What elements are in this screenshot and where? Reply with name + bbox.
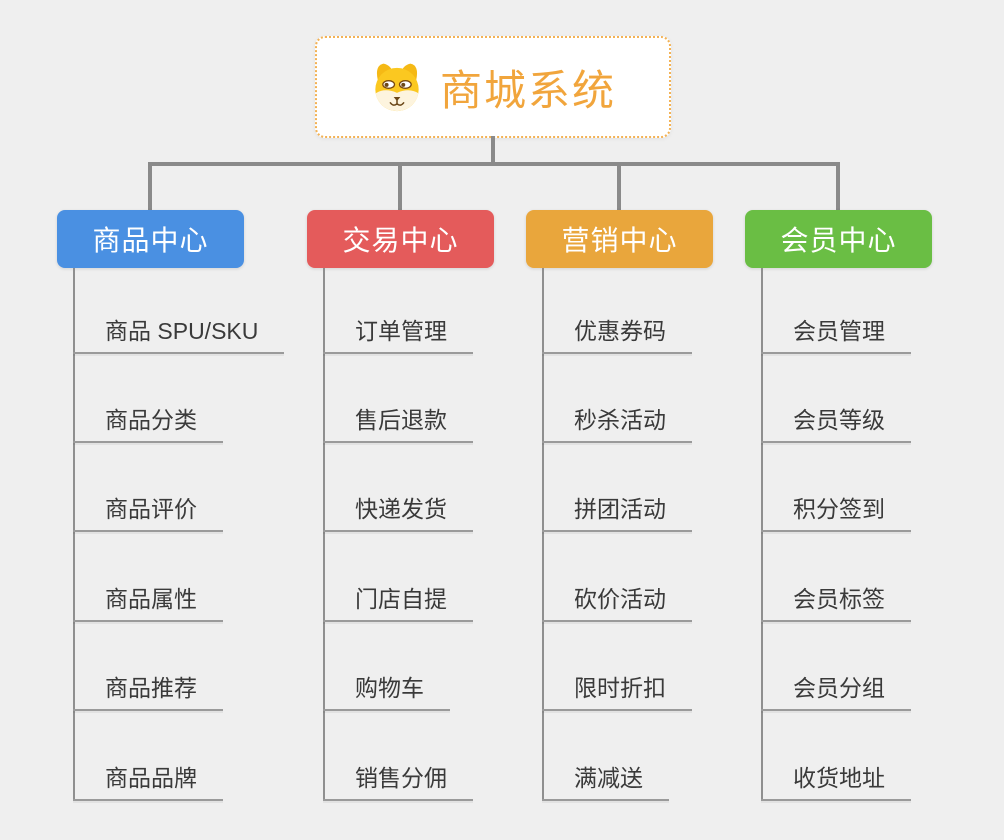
branch-item[interactable]: 商品推荐: [73, 673, 223, 711]
branch-item[interactable]: 会员管理: [761, 316, 911, 354]
branch-item[interactable]: 秒杀活动: [542, 405, 692, 443]
branch-item[interactable]: 销售分佣: [323, 763, 473, 801]
branch-item[interactable]: 商品评价: [73, 494, 223, 532]
branch-header-member[interactable]: 会员中心: [745, 210, 932, 268]
branch-item[interactable]: 会员等级: [761, 405, 911, 443]
branch-marketing-center: 营销中心 优惠券码 秒杀活动 拼团活动 砍价活动 限时折扣 满减送: [526, 210, 713, 840]
branch-item[interactable]: 限时折扣: [542, 673, 692, 711]
branch-header-marketing[interactable]: 营销中心: [526, 210, 713, 268]
branch-item[interactable]: 积分签到: [761, 494, 911, 532]
branch-trade-center: 交易中心 订单管理 售后退款 快递发货 门店自提 购物车 销售分佣: [307, 210, 494, 840]
branch-trunk-line: [542, 268, 544, 801]
connector-drop-marketing: [617, 162, 621, 210]
branch-item[interactable]: 快递发货: [323, 494, 473, 532]
branch-item[interactable]: 拼团活动: [542, 494, 692, 532]
connector-drop-member: [836, 162, 840, 210]
branch-trunk-line: [761, 268, 763, 801]
branch-trunk-line: [323, 268, 325, 801]
branch-item[interactable]: 订单管理: [323, 316, 473, 354]
root-title: 商城系统: [439, 66, 616, 114]
branch-item[interactable]: 门店自提: [323, 584, 473, 622]
branch-header-product[interactable]: 商品中心: [57, 210, 244, 268]
connector-drop-trade: [398, 162, 402, 210]
branch-item[interactable]: 商品分类: [73, 405, 223, 443]
connector-horizontal-line: [148, 162, 840, 166]
branch-item[interactable]: 满减送: [542, 763, 669, 801]
branch-product-center: 商品中心 商品 SPU/SKU 商品分类 商品评价 商品属性 商品推荐 商品品牌: [57, 210, 285, 840]
connector-root-stub: [491, 136, 495, 164]
branch-item[interactable]: 收货地址: [761, 763, 911, 801]
branch-item[interactable]: 砍价活动: [542, 584, 692, 622]
branch-member-center: 会员中心 会员管理 会员等级 积分签到 会员标签 会员分组 收货地址: [745, 210, 932, 840]
branch-item[interactable]: 会员标签: [761, 584, 911, 622]
branch-item[interactable]: 优惠券码: [542, 316, 692, 354]
branch-item[interactable]: 商品品牌: [73, 763, 223, 801]
branch-item[interactable]: 商品属性: [73, 584, 223, 622]
branch-item[interactable]: 商品 SPU/SKU: [73, 316, 285, 354]
branch-item[interactable]: 会员分组: [761, 673, 911, 711]
connector-drop-product: [148, 162, 152, 210]
branch-header-trade[interactable]: 交易中心: [307, 210, 494, 268]
branch-item[interactable]: 购物车: [323, 673, 450, 711]
branch-item[interactable]: 售后退款: [323, 405, 473, 443]
branch-trunk-line: [73, 268, 75, 801]
root-node[interactable]: 商城系统: [315, 36, 671, 138]
dog-face-icon: [370, 62, 424, 112]
